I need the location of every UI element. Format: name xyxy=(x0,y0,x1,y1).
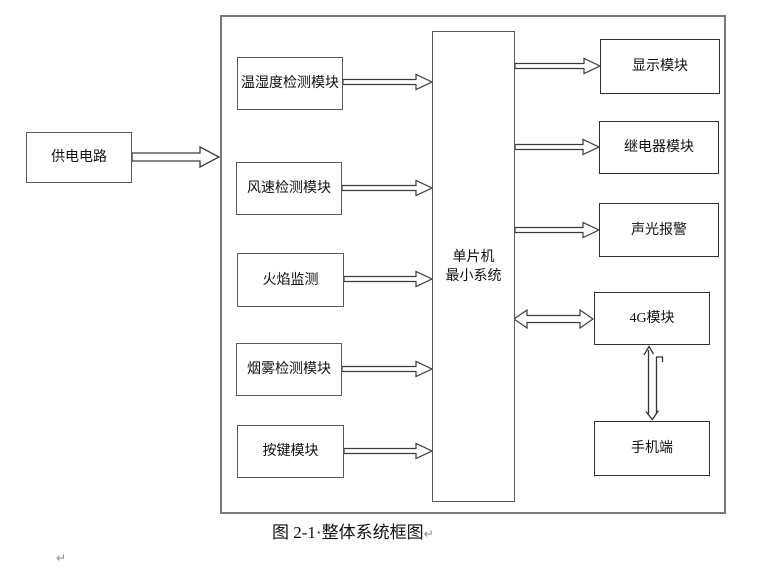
box-display-label: 显示模块 xyxy=(632,59,688,74)
arrow-power-to-canvas xyxy=(131,145,221,169)
arrow-mcu-4g-bidirectional xyxy=(512,308,595,330)
box-relay-module: 继电器模块 xyxy=(599,121,719,174)
figure-caption-text: 图 2-1·整体系统框图 xyxy=(272,523,424,542)
arrow-keys-to-mcu xyxy=(343,442,434,460)
box-temp-humidity-label: 温湿度检测模块 xyxy=(241,76,339,91)
box-wind-speed-label: 风速检测模块 xyxy=(247,181,331,196)
box-wind-speed-module: 风速检测模块 xyxy=(236,162,342,215)
box-power-supply-label: 供电电路 xyxy=(51,150,107,165)
box-flame-monitor: 火焰监测 xyxy=(237,253,344,307)
box-alarm-label: 声光报警 xyxy=(631,222,687,238)
stray-paragraph-mark: ↵ xyxy=(56,551,67,565)
arrow-mcu-to-alarm xyxy=(514,221,601,239)
box-mcu-minimum-system: 单片机 最小系统 xyxy=(432,31,515,502)
box-relay-label: 继电器模块 xyxy=(624,140,694,155)
caption-paragraph-mark: ↵ xyxy=(423,527,434,541)
arrow-mcu-to-display xyxy=(514,57,602,75)
arrow-flame-to-mcu xyxy=(343,270,434,288)
box-smoke-module: 烟雾检测模块 xyxy=(236,343,342,396)
link-4g-to-phone xyxy=(643,345,664,421)
box-phone-label: 手机端 xyxy=(631,441,673,456)
arrow-wind-speed-to-mcu xyxy=(341,179,434,197)
arrow-temp-humidity-to-mcu xyxy=(342,73,434,91)
mcu-label-line2: 最小系统 xyxy=(445,268,502,284)
box-smoke-label: 烟雾检测模块 xyxy=(247,362,331,377)
drawing-canvas-border xyxy=(220,15,726,514)
box-4g-module: 4G模块 xyxy=(594,292,710,345)
mcu-label-line1: 单片机 xyxy=(452,249,495,265)
box-temp-humidity-module: 温湿度检测模块 xyxy=(237,57,343,110)
box-sound-light-alarm: 声光报警 xyxy=(599,203,719,257)
box-4g-label: 4G模块 xyxy=(629,311,675,326)
box-keys-label: 按键模块 xyxy=(262,444,319,459)
box-power-supply: 供电电路 xyxy=(26,132,132,183)
arrow-smoke-to-mcu xyxy=(341,360,434,378)
arrow-mcu-to-relay xyxy=(514,138,601,156)
box-keys-module: 按键模块 xyxy=(237,425,344,478)
box-phone-client: 手机端 xyxy=(594,421,710,476)
box-display-module: 显示模块 xyxy=(600,39,720,94)
box-flame-monitor-label: 火焰监测 xyxy=(262,272,319,288)
figure-caption: 图 2-1·整体系统框图↵ xyxy=(272,523,434,544)
